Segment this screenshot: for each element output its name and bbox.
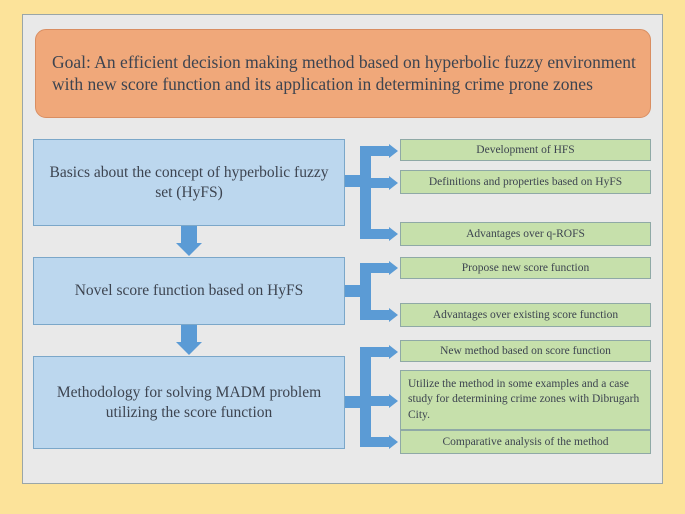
- detail-box-1-1: Development of HFS: [400, 139, 651, 161]
- branch-arrowhead-3-2: [389, 394, 398, 408]
- detail-box-1-3: Advantages over q-ROFS: [400, 222, 651, 246]
- detail-label-1-3: Advantages over q-ROFS: [466, 227, 585, 240]
- detail-box-3-1: New method based on score function: [400, 340, 651, 362]
- branch-arm-2-2: [367, 310, 391, 320]
- detail-label-1-2: Definitions and properties based on HyFS: [428, 175, 623, 188]
- branch-arrowhead-2-2: [389, 308, 398, 322]
- branch-spine-2: [360, 263, 371, 320]
- detail-box-1-2: Definitions and properties based on HyFS: [400, 170, 651, 194]
- branch-arrowhead-3-3: [389, 435, 398, 449]
- stage-label-3: Methodology for solving MADM problem uti…: [56, 384, 322, 421]
- branch-arm-1-1: [367, 146, 391, 156]
- branch-arrowhead-1-1: [389, 144, 398, 158]
- diagram-panel: Goal: An efficient decision making metho…: [22, 14, 663, 484]
- branch-spine-3: [360, 347, 371, 447]
- flow-arrow-head-2-3: [176, 342, 202, 355]
- stage-label-2: Novel score function based on HyFS: [74, 282, 304, 300]
- stage-box-3: Methodology for solving MADM problem uti…: [33, 356, 345, 449]
- flow-arrow-shaft-1-2: [181, 226, 197, 244]
- branch-arrowhead-3-1: [389, 345, 398, 359]
- stage-box-2: Novel score function based on HyFS: [33, 257, 345, 325]
- branch-arrowhead-1-3: [389, 227, 398, 241]
- stage-label-1: Basics about the concept of hyperbolic f…: [49, 164, 329, 201]
- branch-arm-1-3: [367, 229, 391, 239]
- detail-box-3-3: Comparative analysis of the method: [400, 430, 651, 454]
- detail-label-3-3: Comparative analysis of the method: [442, 435, 609, 448]
- goal-text: Goal: An efficient decision making metho…: [52, 51, 636, 94]
- detail-label-1-1: Development of HFS: [476, 143, 575, 156]
- branch-arm-2-1: [367, 263, 391, 273]
- branch-arm-3-1: [367, 347, 391, 357]
- branch-arm-1-2: [367, 178, 391, 188]
- branch-spine-1: [360, 146, 371, 239]
- branch-arrowhead-1-2: [389, 176, 398, 190]
- detail-label-3-2: Utilize the method in some examples and …: [408, 378, 640, 421]
- branch-arm-3-3: [367, 437, 391, 447]
- detail-box-2-2: Advantages over existing score function: [400, 303, 651, 327]
- branch-arrowhead-2-1: [389, 261, 398, 275]
- detail-box-2-1: Propose new score function: [400, 257, 651, 279]
- detail-label-2-1: Propose new score function: [461, 261, 590, 274]
- stage-box-1: Basics about the concept of hyperbolic f…: [33, 139, 345, 226]
- branch-arm-3-2: [367, 396, 391, 406]
- detail-label-3-1: New method based on score function: [440, 344, 611, 357]
- flow-arrow-head-1-2: [176, 243, 202, 256]
- detail-label-2-2: Advantages over existing score function: [432, 308, 619, 321]
- detail-box-3-2: Utilize the method in some examples and …: [400, 370, 651, 430]
- goal-box: Goal: An efficient decision making metho…: [35, 29, 651, 118]
- flow-arrow-shaft-2-3: [181, 325, 197, 343]
